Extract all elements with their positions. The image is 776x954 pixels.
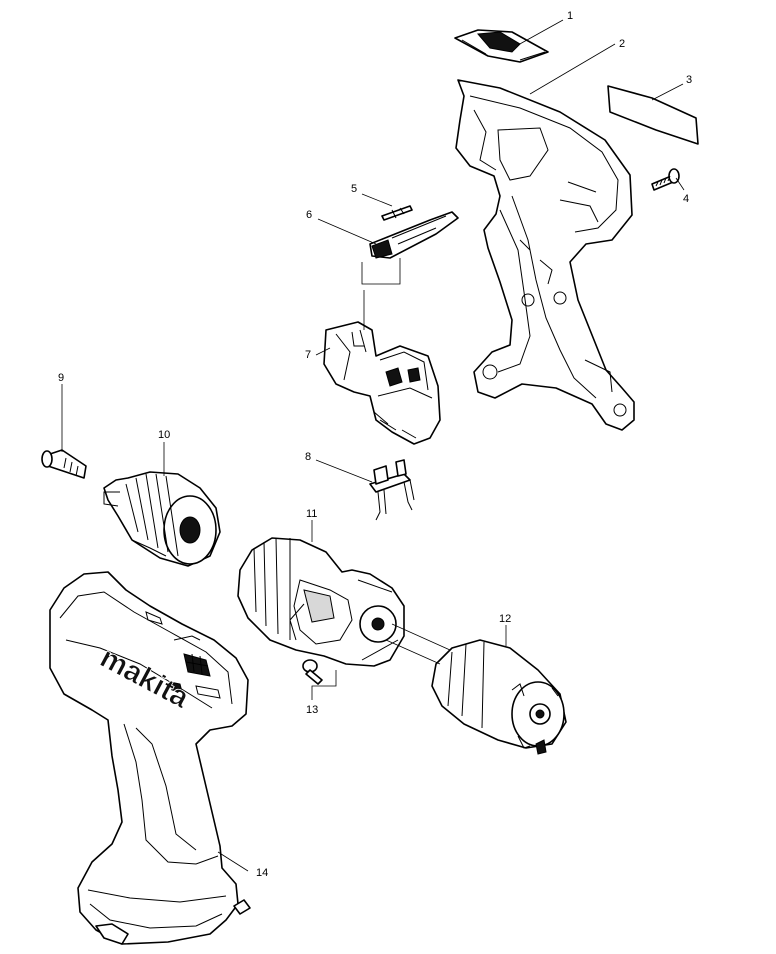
callout-13: 13 bbox=[306, 704, 318, 716]
part-3-label bbox=[607, 85, 699, 145]
callout-3: 3 bbox=[686, 74, 692, 86]
part-4-screw bbox=[651, 168, 680, 191]
part-10-drill-chuck bbox=[103, 471, 221, 567]
part-2-housing-half bbox=[455, 79, 635, 431]
part-1-lever-cover bbox=[454, 29, 549, 63]
part-6-reversing-lever bbox=[369, 211, 459, 259]
part-7-switch bbox=[323, 321, 441, 445]
callout-9: 9 bbox=[58, 372, 64, 384]
part-14-housing-set: makita bbox=[49, 571, 251, 945]
callout-14: 14 bbox=[256, 867, 268, 879]
leader-lines bbox=[61, 19, 685, 872]
callout-numbers: 1 2 3 4 5 6 7 8 9 10 11 12 13 14 bbox=[58, 10, 692, 879]
part-8-terminal bbox=[369, 459, 415, 521]
callout-6: 6 bbox=[306, 209, 312, 221]
callout-2: 2 bbox=[619, 38, 625, 50]
callout-10: 10 bbox=[158, 429, 170, 441]
callout-7: 7 bbox=[305, 349, 311, 361]
callout-5: 5 bbox=[351, 183, 357, 195]
part-12-dc-motor bbox=[431, 639, 567, 755]
part-13-screw bbox=[302, 659, 323, 685]
part-5-spring bbox=[381, 205, 413, 221]
callout-11: 11 bbox=[306, 508, 317, 520]
callout-8: 8 bbox=[305, 451, 311, 463]
callout-12: 12 bbox=[499, 613, 511, 625]
callout-1: 1 bbox=[567, 10, 573, 22]
part-11-gear-assembly bbox=[237, 537, 405, 667]
part-9-chuck-screw bbox=[41, 449, 87, 479]
callout-4: 4 bbox=[683, 193, 689, 205]
